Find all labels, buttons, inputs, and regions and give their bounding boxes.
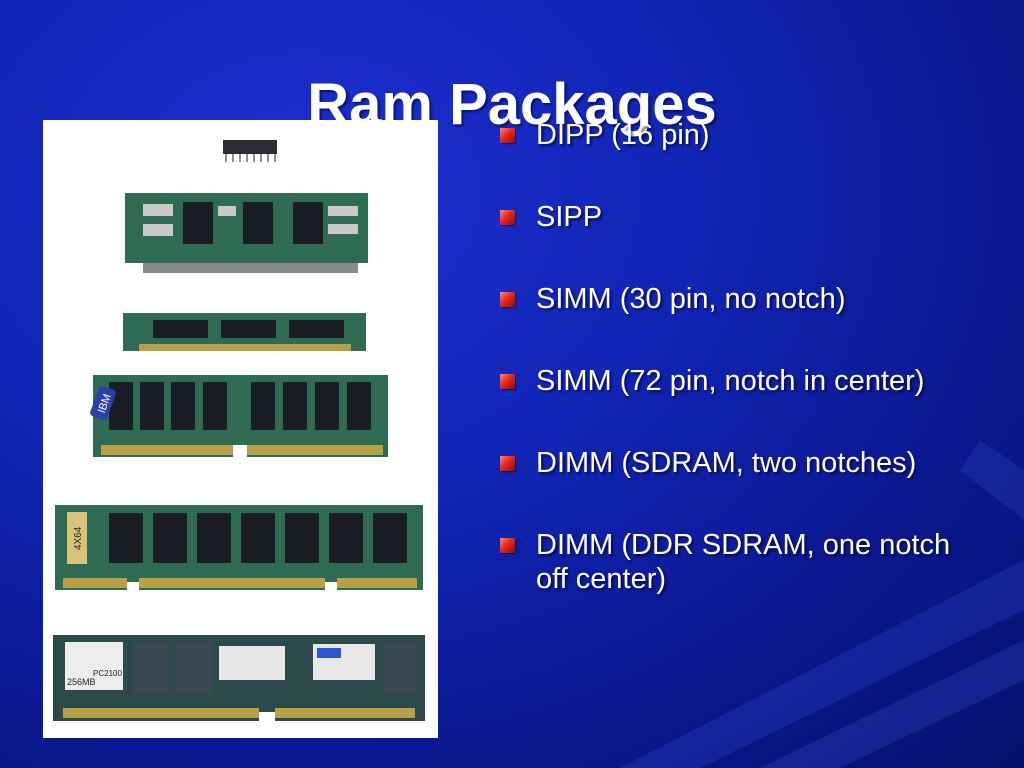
- bullet-text: DIMM (SDRAM, two notches): [536, 447, 917, 479]
- sipp-module: [125, 193, 368, 273]
- bullet-item-dimm-sdram: DIMM (SDRAM, two notches): [498, 446, 978, 480]
- red-square-bullet-icon: [500, 292, 515, 307]
- dimm-ddr-module: 256MB PC2100: [53, 635, 425, 722]
- bullet-item-simm-72: SIMM (72 pin, notch in center): [498, 364, 978, 398]
- bullet-text: SIMM (72 pin, notch in center): [536, 365, 925, 397]
- dimm-256mb-label: 256MB: [67, 677, 96, 687]
- red-square-bullet-icon: [500, 456, 515, 471]
- bullet-text: DIMM (DDR SDRAM, one notch off center): [536, 529, 951, 595]
- red-square-bullet-icon: [500, 374, 515, 389]
- bullet-text: DIPP (16 pin): [536, 119, 710, 151]
- ram-modules-photo: IBM 4X64 256MB PC2100: [43, 120, 438, 738]
- red-square-bullet-icon: [500, 128, 515, 143]
- simm-72pin-module: IBM: [90, 375, 388, 459]
- dimm-4x64-label: 4X64: [73, 526, 84, 550]
- bullet-text: SIMM (30 pin, no notch): [536, 283, 846, 315]
- bullet-list: DIPP (16 pin) SIPP SIMM (30 pin, no notc…: [498, 118, 978, 644]
- bullet-item-dipp: DIPP (16 pin): [498, 118, 978, 152]
- bullet-item-sipp: SIPP: [498, 200, 978, 234]
- bullet-text: SIPP: [536, 201, 603, 233]
- bullet-item-dimm-ddr: DIMM (DDR SDRAM, one notch off center): [498, 528, 978, 596]
- dipp-chip: [223, 140, 277, 162]
- bullet-item-simm-30: SIMM (30 pin, no notch): [498, 282, 978, 316]
- simm-30pin-module: [123, 313, 366, 351]
- dimm-sdram-module: 4X64: [55, 505, 423, 592]
- dimm-pc2100-label: PC2100: [93, 669, 122, 678]
- red-square-bullet-icon: [500, 538, 515, 553]
- red-square-bullet-icon: [500, 210, 515, 225]
